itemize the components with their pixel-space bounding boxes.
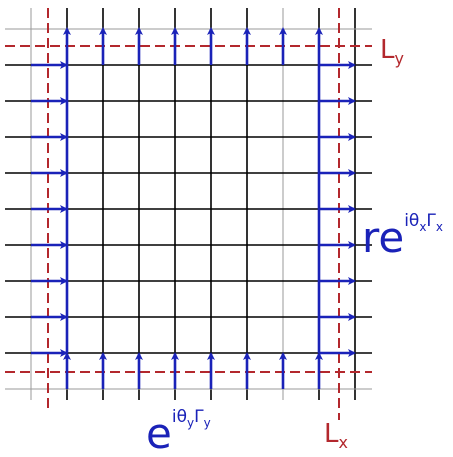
boundary-lines [5,8,372,420]
label-right-phase: reiθxΓx [362,211,443,262]
label-ly: Ly [380,35,404,68]
boundary-arrows [31,27,356,389]
label-lx: Lx [324,419,348,452]
label-bottom-phase: eiθyΓy [146,407,211,457]
lattice-grid [5,8,372,400]
